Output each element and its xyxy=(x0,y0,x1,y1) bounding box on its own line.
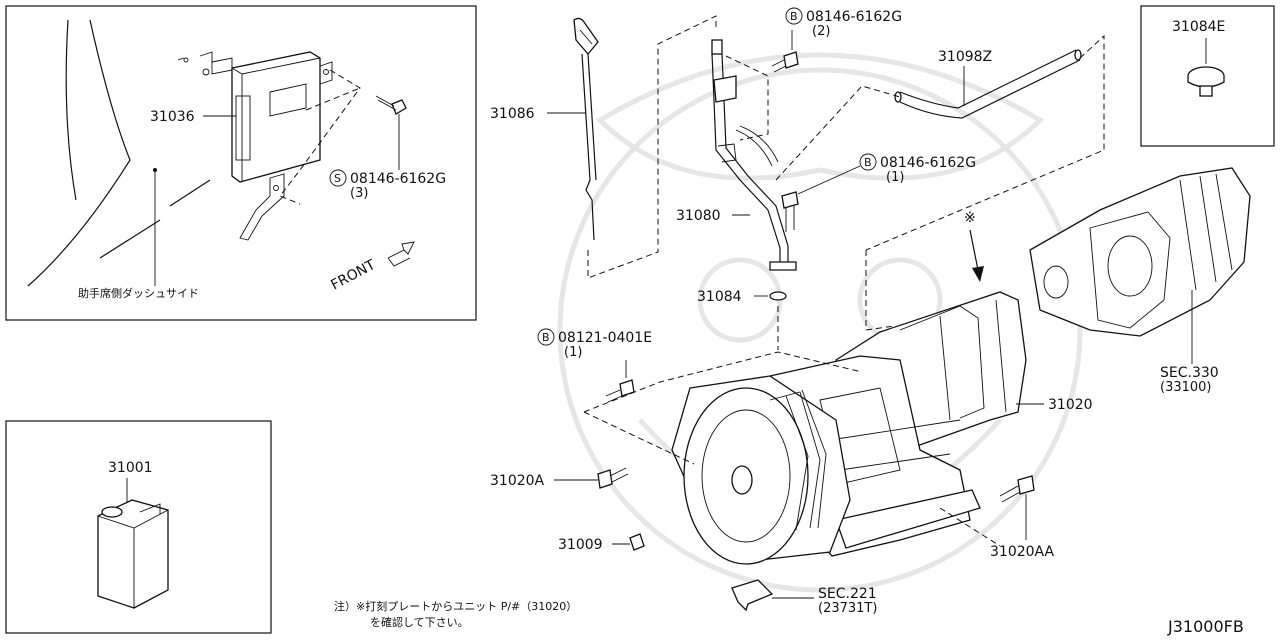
bolt-b-top: B 08146-6162G (2) xyxy=(771,7,902,73)
bolt-b-low: B 08121-0401E (1) xyxy=(537,328,652,403)
o-ring-31084: 31084 xyxy=(697,289,787,305)
label-31084: 31084 xyxy=(697,289,742,305)
transmission-dash xyxy=(583,250,1001,547)
label-sec221-sub: (23731T) xyxy=(818,601,877,616)
b-symbol-low: B xyxy=(542,331,550,344)
note-line-1: 注）※打刻プレートからユニット P/#（31020） xyxy=(334,599,577,613)
label-31001: 31001 xyxy=(108,460,153,476)
label-31020: 31020 xyxy=(1048,397,1093,413)
label-bolt-b-top-qty: (2) xyxy=(812,24,830,39)
dipstick-31086: 31086 xyxy=(490,17,599,241)
label-bolt-b-mid-qty: (1) xyxy=(886,170,904,185)
s-symbol-circle xyxy=(329,169,347,187)
inset-frame xyxy=(5,5,477,321)
dash-point xyxy=(153,168,157,172)
breather-hose-31098z: 31098Z xyxy=(894,49,1082,119)
inset-frame-can xyxy=(5,420,272,634)
label-asterisk: ※ xyxy=(964,210,976,226)
dash-curve-3 xyxy=(99,219,161,259)
dash-curve-4 xyxy=(169,179,211,207)
inset-control-unit: 31036 S 08146-6162G (3) 助手席側ダッシュサイド FRON… xyxy=(5,5,477,321)
label-31086: 31086 xyxy=(490,106,535,122)
label-bolt-b-top: 08146-6162G xyxy=(806,9,902,25)
label-sec330-sub: (33100) xyxy=(1160,380,1212,395)
b-symbol-top: B xyxy=(790,10,798,23)
label-bolt-s-qty: (3) xyxy=(350,186,368,201)
front-arrow: FRONT xyxy=(328,241,415,294)
mount-dash-a xyxy=(279,69,361,205)
bolt-31020aa: 31020AA xyxy=(990,475,1055,560)
bolt-31020a: 31020A xyxy=(490,467,629,489)
tube-dash-a xyxy=(725,55,769,141)
dash-curve-2 xyxy=(27,19,131,287)
label-31080: 31080 xyxy=(676,208,721,224)
label-bolt-b-low-qty: (1) xyxy=(564,345,582,360)
label-31084e: 31084E xyxy=(1172,19,1225,35)
inset-plug: 31084E xyxy=(1140,5,1275,147)
dash-curve-1 xyxy=(65,19,77,201)
label-sec221: SEC.221 xyxy=(818,586,877,602)
bracket-sec221: SEC.221 (23731T) xyxy=(731,579,877,616)
plug-31009: 31009 xyxy=(558,533,645,553)
b-symbol-top-circle xyxy=(785,7,803,25)
label-bolt-s: 08146-6162G xyxy=(350,171,446,187)
s-symbol: S xyxy=(334,172,341,185)
inset-fluid-can: 31001 xyxy=(5,420,272,634)
b-symbol-mid: B xyxy=(864,156,872,169)
label-sec330: SEC.330 xyxy=(1160,365,1219,381)
hose-dash xyxy=(775,34,1105,251)
inset-frame-plug xyxy=(1140,5,1275,147)
label-31020a: 31020A xyxy=(490,473,545,489)
label-dash-side: 助手席側ダッシュサイド xyxy=(78,286,199,300)
label-31009: 31009 xyxy=(558,537,603,553)
stamp-plate-arrow: ※ xyxy=(964,210,984,282)
label-bolt-b-low: 08121-0401E xyxy=(558,330,652,346)
control-unit-31036 xyxy=(177,51,333,241)
note-line-2: を確認して下さい。 xyxy=(370,615,469,629)
transmission-31020 xyxy=(671,291,1027,565)
b-symbol-low-circle xyxy=(537,328,555,346)
label-31098z: 31098Z xyxy=(938,49,992,65)
transfer-case-sec330: SEC.330 (33100) xyxy=(1029,167,1251,395)
label-front: FRONT xyxy=(328,257,378,294)
label-31020aa: 31020AA xyxy=(990,544,1055,560)
bolt-08146-s xyxy=(375,95,407,170)
filler-tube-31080: 31080 xyxy=(676,39,797,271)
b-symbol-mid-circle xyxy=(859,153,877,171)
diagram-code: J31000FB xyxy=(1167,617,1244,636)
label-bolt-b-mid: 08146-6162G xyxy=(880,155,976,171)
label-31036: 31036 xyxy=(150,109,195,125)
bolt-b-mid: B 08146-6162G (1) xyxy=(781,153,976,232)
dipstick-dash xyxy=(587,15,717,279)
plug-31084e xyxy=(1187,66,1225,97)
fluid-can-31001 xyxy=(97,499,169,609)
